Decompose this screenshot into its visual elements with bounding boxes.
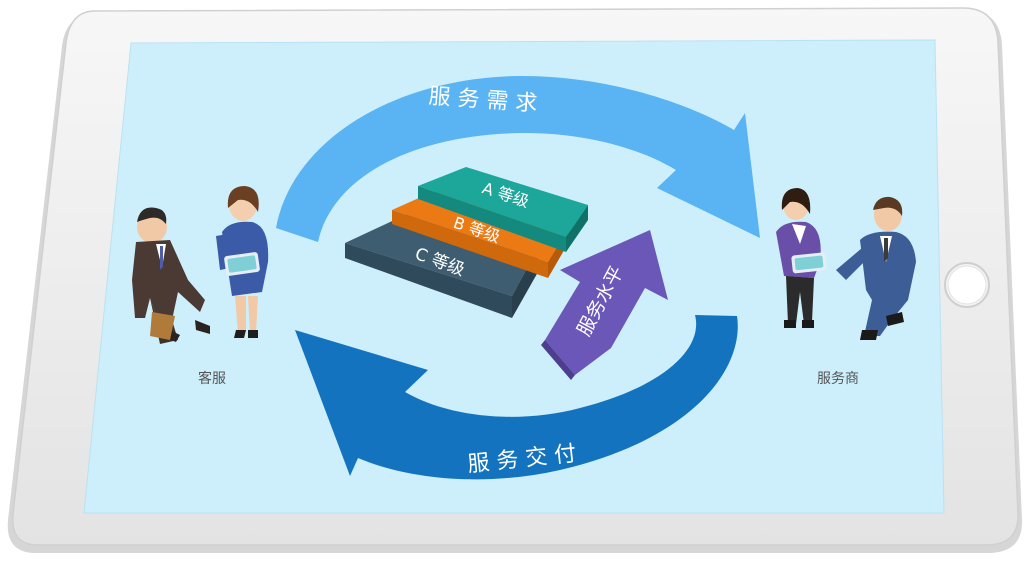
customer-service-caption: 客服 <box>198 370 226 387</box>
service-level-arrow <box>541 230 668 380</box>
tier-a-block <box>418 167 588 252</box>
man-right-figure <box>836 196 916 340</box>
tier-stack <box>345 167 588 318</box>
service-delivery-arrow <box>295 315 738 480</box>
woman-left-figure <box>216 186 269 338</box>
customer-service-people <box>132 186 269 344</box>
service-demand-arrow <box>276 75 760 242</box>
woman-right-figure <box>776 188 827 328</box>
provider-caption: 服务商 <box>817 371 859 387</box>
provider-people <box>776 188 916 340</box>
man-left-figure <box>132 207 210 344</box>
